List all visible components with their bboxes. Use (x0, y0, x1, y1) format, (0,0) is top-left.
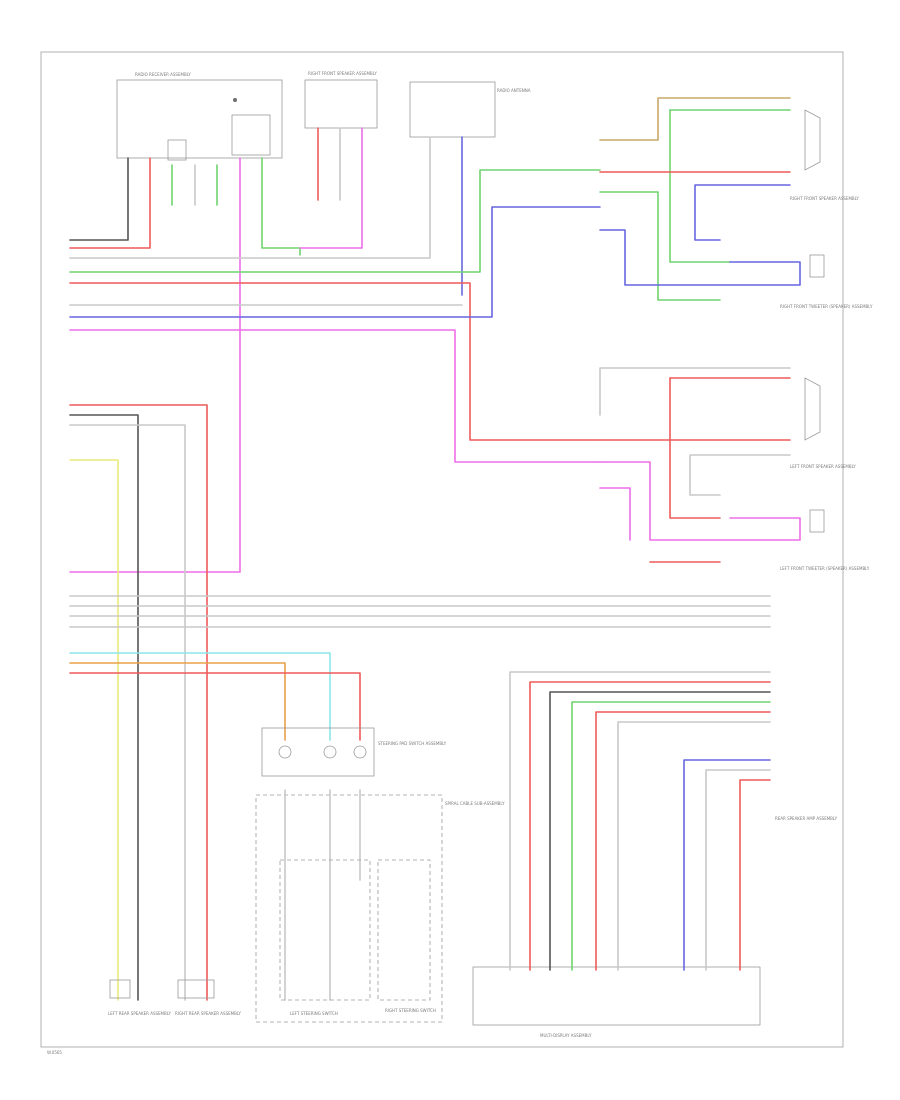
wire-pink-2 (299, 127, 363, 249)
receiver-node (233, 98, 237, 102)
multi-display-text: MULTI-DISPLAY ASSEMBLY (540, 1033, 592, 1038)
wire-black-3 (549, 691, 771, 971)
wire-gray-12 (705, 769, 771, 971)
front-speaker-r-text: RIGHT FRONT SPEAKER ASSEMBLY (790, 196, 859, 201)
wire-green-3 (261, 157, 301, 256)
rear-speaker-r-text: RIGHT REAR SPEAKER ASSEMBLY (175, 1011, 242, 1016)
wire-cyan-1 (69, 652, 331, 741)
diagram-frame (40, 51, 844, 1048)
wire-gray-3 (69, 136, 431, 259)
wire-blue-2 (694, 184, 791, 241)
tweeter-l-text: LEFT FRONT TWEETER (SPEAKER) ASSEMBLY (780, 566, 870, 571)
wire-orange-1 (69, 662, 286, 741)
antenna-box (409, 81, 496, 138)
wire-blue-bus (69, 206, 601, 318)
spiral-cable-text: SPIRAL CABLE SUB-ASSEMBLY (445, 801, 505, 806)
front-speaker-l-text: LEFT FRONT SPEAKER ASSEMBLY (790, 464, 856, 469)
wire-gray-5 (689, 454, 791, 496)
wire-gray-6 (69, 424, 186, 1001)
wire-pink-bus (69, 329, 601, 463)
wire-green-bus (69, 169, 601, 273)
receiver-switch-1 (167, 139, 187, 161)
receiver-switch-2 (231, 114, 271, 156)
wire-blue-3 (599, 229, 801, 286)
antenna-label: RADIO ANTENNA (497, 88, 531, 93)
tweeter-r-text: RIGHT FRONT TWEETER (SPEAKER) ASSEMBLY (780, 304, 873, 309)
wire-yellow-1 (69, 459, 119, 1001)
wire-blue-4 (683, 759, 771, 971)
wire-gray-4 (599, 367, 791, 416)
wire-red-5 (669, 377, 721, 519)
wire-gray-10 (509, 671, 771, 971)
steering-pad-text: STEERING PAD SWITCH ASSEMBLY (378, 741, 447, 746)
rear-speaker-r-box (177, 979, 215, 999)
steering-conn-2 (323, 745, 337, 759)
wire-red-8 (69, 404, 208, 1001)
tweeter-r-symbol (809, 254, 825, 278)
radio-receiver-label: RADIO RECEIVER ASSEMBLY (135, 72, 191, 77)
steering-pad-box (261, 727, 375, 777)
rear-speaker-l-text: LEFT REAR SPEAKER ASSEMBLY (108, 1011, 171, 1016)
wire-black-2 (69, 414, 139, 1001)
left-steering-switch-box (279, 859, 371, 1001)
wire-green-7 (571, 701, 771, 971)
multi-display-box (472, 966, 761, 1026)
wire-pink-4 (599, 487, 631, 541)
tweeter-l-symbol (809, 509, 825, 533)
front-speaker-r-label: RIGHT FRONT SPEAKER ASSEMBLY (308, 71, 377, 76)
wire-red-11 (595, 711, 771, 971)
rear-speaker-l-box (109, 979, 131, 999)
right-steering-switch-text: RIGHT STEERING SWITCH (385, 1008, 436, 1013)
wire-red-1 (69, 157, 151, 249)
right-steering-switch-box (377, 859, 431, 1001)
wire-red-12 (739, 779, 771, 971)
left-steering-switch-text: LEFT STEERING SWITCH (290, 1011, 338, 1016)
steering-conn-3 (353, 745, 367, 759)
front-speaker-r-label-box (304, 79, 378, 129)
front-speaker-l-symbol (804, 377, 821, 441)
wire-pink-3 (599, 461, 801, 541)
wire-red-bus (69, 282, 601, 441)
front-speaker-r-symbol (804, 109, 821, 171)
wire-red-10 (529, 681, 771, 971)
wire-pink-1 (69, 157, 241, 573)
radio-receiver-box (116, 79, 283, 159)
rear-speaker-amp-text: REAR SPEAKER AMP ASSEMBLY (775, 816, 838, 821)
page-code: W.0565 (47, 1050, 62, 1055)
wire-red-9 (69, 672, 361, 741)
wire-green-5 (669, 109, 731, 263)
wire-black-1 (69, 157, 129, 241)
wire-green-6 (599, 191, 721, 301)
wire-gray-11 (617, 721, 771, 971)
spiral-cable-box (255, 794, 443, 1023)
steering-conn-1 (278, 745, 292, 759)
wire-tan-1 (599, 97, 791, 141)
